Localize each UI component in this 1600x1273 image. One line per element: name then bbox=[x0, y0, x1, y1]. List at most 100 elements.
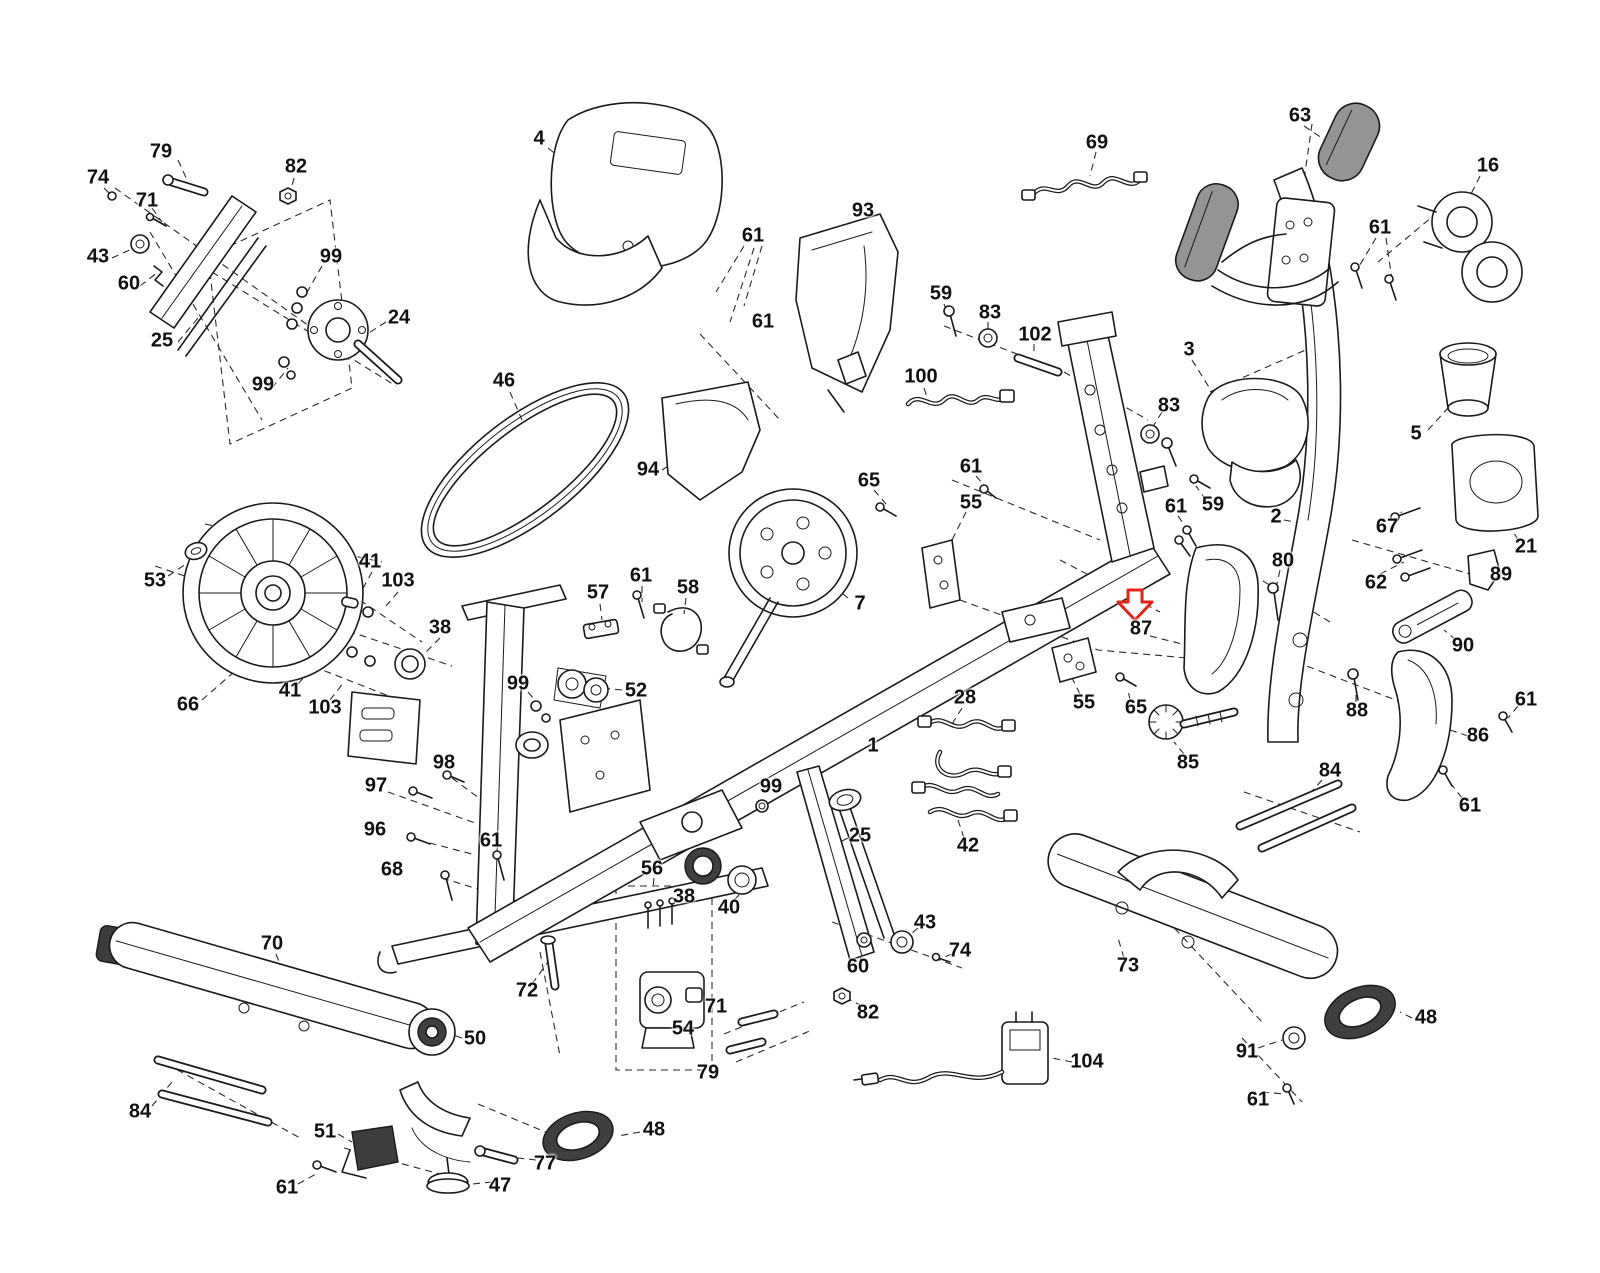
idler-pulleys-drawing bbox=[530, 590, 709, 723]
part-label-74: 74 bbox=[948, 939, 972, 962]
part-label-84: 84 bbox=[1318, 759, 1342, 782]
part-label-85: 85 bbox=[1176, 751, 1200, 774]
drive-belt-drawing bbox=[420, 382, 630, 558]
part-label-103: 103 bbox=[381, 569, 415, 592]
part-label-52: 52 bbox=[624, 679, 648, 702]
part-label-61: 61 bbox=[959, 455, 983, 478]
part-label-79: 79 bbox=[696, 1061, 720, 1084]
handlebar-post-drawing bbox=[1266, 167, 1342, 743]
part-label-53: 53 bbox=[143, 569, 167, 592]
pulley-7-drawing bbox=[719, 488, 858, 688]
part-label-51: 51 bbox=[313, 1120, 337, 1143]
part-label-61: 61 bbox=[629, 564, 653, 587]
part-label-77: 77 bbox=[533, 1152, 557, 1175]
part-label-38: 38 bbox=[672, 885, 696, 908]
part-label-67: 67 bbox=[1375, 515, 1399, 538]
left-crank-assembly-drawing bbox=[107, 174, 403, 385]
part-label-87: 87 bbox=[1129, 617, 1153, 640]
part-label-61: 61 bbox=[1246, 1088, 1270, 1111]
part-label-42: 42 bbox=[956, 834, 980, 857]
part-label-82: 82 bbox=[856, 1001, 880, 1024]
part-label-48: 48 bbox=[1414, 1006, 1438, 1029]
part-label-74: 74 bbox=[86, 166, 110, 189]
motor-drawing bbox=[540, 847, 757, 1049]
pedal-drawing bbox=[347, 691, 421, 765]
part-label-88: 88 bbox=[1345, 699, 1369, 722]
part-label-56: 56 bbox=[640, 857, 664, 880]
flywheel-spokes bbox=[198, 518, 348, 668]
part-label-99: 99 bbox=[251, 373, 275, 396]
part-label-3: 3 bbox=[1183, 338, 1195, 361]
part-label-82: 82 bbox=[284, 155, 308, 178]
part-label-73: 73 bbox=[1116, 954, 1140, 977]
part-label-90: 90 bbox=[1451, 634, 1475, 657]
part-label-4: 4 bbox=[533, 127, 545, 150]
right-accessories-drawing bbox=[875, 191, 1539, 801]
part-label-41: 41 bbox=[358, 550, 382, 573]
part-label-102: 102 bbox=[1018, 323, 1052, 346]
part-label-61: 61 bbox=[751, 310, 775, 333]
part-label-79: 79 bbox=[149, 140, 173, 163]
part-label-47: 47 bbox=[488, 1174, 512, 1197]
part-label-25: 25 bbox=[150, 329, 174, 352]
part-label-21: 21 bbox=[1514, 535, 1538, 558]
part-label-2: 2 bbox=[1270, 505, 1282, 528]
part-label-16: 16 bbox=[1476, 154, 1500, 177]
part-label-61: 61 bbox=[1368, 216, 1392, 239]
part-label-58: 58 bbox=[676, 576, 700, 599]
part-label-24: 24 bbox=[387, 306, 411, 329]
part-label-91: 91 bbox=[1235, 1040, 1259, 1063]
part-label-68: 68 bbox=[380, 858, 404, 881]
part-label-100: 100 bbox=[904, 365, 938, 388]
part-label-80: 80 bbox=[1271, 549, 1295, 572]
part-label-70: 70 bbox=[260, 932, 284, 955]
part-label-99: 99 bbox=[506, 672, 530, 695]
part-label-98: 98 bbox=[432, 751, 456, 774]
part-label-48: 48 bbox=[642, 1118, 666, 1141]
shroud-93-drawing bbox=[795, 213, 899, 413]
part-label-43: 43 bbox=[913, 911, 937, 934]
part-label-61: 61 bbox=[275, 1176, 299, 1199]
part-label-71: 71 bbox=[704, 995, 728, 1018]
part-label-59: 59 bbox=[929, 282, 953, 305]
part-label-103: 103 bbox=[308, 696, 342, 719]
part-label-63: 63 bbox=[1288, 104, 1312, 127]
part-label-99: 99 bbox=[759, 775, 783, 798]
part-label-83: 83 bbox=[978, 301, 1002, 324]
part-label-89: 89 bbox=[1489, 563, 1513, 586]
part-label-71: 71 bbox=[135, 189, 159, 212]
part-label-43: 43 bbox=[86, 245, 110, 268]
part-label-28: 28 bbox=[953, 686, 977, 709]
part-label-93: 93 bbox=[851, 199, 875, 222]
part-label-1: 1 bbox=[867, 734, 879, 757]
part-label-72: 72 bbox=[515, 979, 539, 1002]
part-label-38: 38 bbox=[428, 616, 452, 639]
part-label-61: 61 bbox=[1164, 495, 1188, 518]
part-label-54: 54 bbox=[671, 1017, 695, 1040]
highlight-arrow-87 bbox=[1116, 588, 1154, 622]
main-frame-drawing bbox=[377, 311, 1171, 974]
front-stabilizer-drawing bbox=[95, 921, 614, 1194]
part-label-65: 65 bbox=[857, 469, 881, 492]
part-label-65: 65 bbox=[1124, 696, 1148, 719]
part-label-40: 40 bbox=[717, 896, 741, 919]
part-label-46: 46 bbox=[492, 369, 516, 392]
part-label-104: 104 bbox=[1070, 1050, 1104, 1073]
part-label-69: 69 bbox=[1085, 131, 1109, 154]
part-label-55: 55 bbox=[959, 491, 983, 514]
part-label-84: 84 bbox=[128, 1100, 152, 1123]
part-label-55: 55 bbox=[1072, 691, 1096, 714]
part-label-97: 97 bbox=[364, 774, 388, 797]
part-label-61: 61 bbox=[1458, 794, 1482, 817]
part-label-62: 62 bbox=[1364, 571, 1388, 594]
part-label-59: 59 bbox=[1201, 493, 1225, 516]
part-label-96: 96 bbox=[363, 818, 387, 841]
part-label-83: 83 bbox=[1157, 394, 1181, 417]
part-label-57: 57 bbox=[586, 581, 610, 604]
console-drawing bbox=[527, 102, 723, 306]
part-label-25: 25 bbox=[848, 824, 872, 847]
flywheel-drawing bbox=[182, 502, 426, 684]
part-label-50: 50 bbox=[463, 1027, 487, 1050]
